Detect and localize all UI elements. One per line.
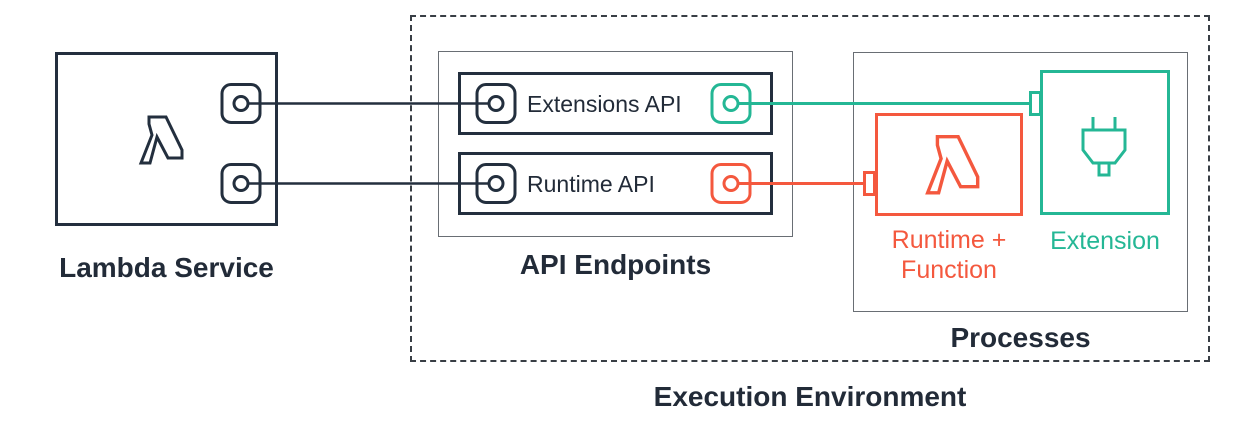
runtime-function-label-line1: Runtime +	[891, 226, 1007, 254]
extension-label: Extension	[1050, 227, 1160, 255]
api-endpoints-label: API Endpoints	[519, 249, 712, 280]
lambda-service-box	[55, 52, 278, 226]
runtime-api-label: Runtime API	[527, 171, 655, 197]
runtime-function-box	[875, 113, 1023, 216]
processes-label: Processes	[950, 322, 1091, 353]
execution-environment-label: Execution Environment	[653, 381, 967, 412]
execution-environment-box	[410, 15, 1210, 362]
extensions-api-label: Extensions API	[527, 91, 682, 117]
extension-box	[1040, 70, 1170, 215]
lambda-service-label: Lambda Service	[59, 252, 274, 283]
runtime-function-label: Runtime + Function	[860, 225, 1038, 285]
runtime-function-label-line2: Function	[901, 256, 997, 284]
api-endpoints-box	[438, 51, 793, 237]
